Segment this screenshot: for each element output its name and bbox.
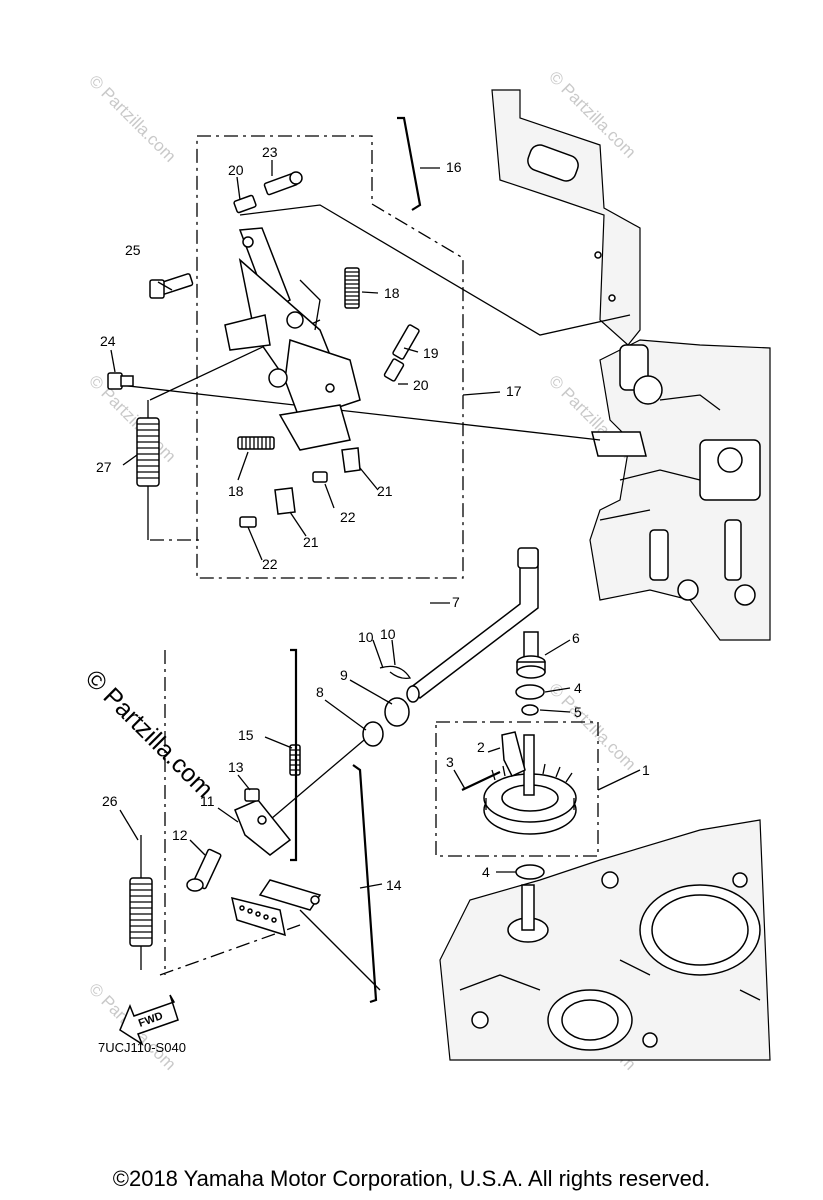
bolt-25: [149, 273, 194, 299]
callout-27: 27: [96, 459, 112, 475]
watermark: © Partzilla.com: [85, 71, 179, 165]
spring-20-lower: [383, 358, 405, 382]
screw-22-upper: [312, 471, 328, 483]
callout-11: 11: [200, 793, 215, 809]
callout-10: 10: [380, 626, 396, 642]
lever-11: [230, 799, 322, 937]
callout-17: 17: [506, 383, 522, 399]
governor-weight-2: [501, 731, 526, 777]
copyright-notice: ©2018 Yamaha Motor Corporation, U.S.A. A…: [112, 1166, 711, 1191]
assembly-box-17: [196, 135, 464, 579]
spring-20-upper: [233, 194, 257, 214]
engine-block-lower: [439, 819, 771, 1061]
spring-18-upper: [344, 267, 360, 309]
nut-13: [244, 788, 260, 802]
callout-3: 3: [446, 754, 454, 770]
bushing-6: [516, 631, 546, 679]
link-rod-14: [352, 764, 378, 1004]
callout-18: 18: [384, 285, 400, 301]
link-rod-16: [397, 116, 422, 211]
oring-5: [521, 704, 539, 716]
callout-7: 7: [452, 594, 460, 610]
callout-21: 21: [303, 534, 319, 550]
callout-labels: 23 20 16 25 18 19 20 24 17 27 18 21 22 2…: [96, 144, 650, 893]
control-shaft-7: [406, 547, 539, 703]
spring-27: [136, 400, 160, 540]
washer-8: [362, 721, 384, 747]
spring-26: [129, 835, 153, 970]
callout-2: 2: [477, 739, 485, 755]
callout-25: 25: [125, 242, 141, 258]
callout-13: 13: [228, 759, 244, 775]
callout-18: 18: [228, 483, 244, 499]
callout-24: 24: [100, 333, 116, 349]
engine-block-upper: [491, 89, 771, 641]
screw-22-lower: [239, 516, 257, 528]
washer-4-upper: [515, 684, 545, 700]
callout-12: 12: [172, 827, 188, 843]
callout-16: 16: [446, 159, 462, 175]
diagram-code: 7UCJ110-S040: [98, 1040, 186, 1055]
callout-5: 5: [574, 704, 582, 720]
screw-23: [263, 171, 303, 196]
callout-6: 6: [572, 630, 580, 646]
callout-8: 8: [316, 684, 324, 700]
watermark: © Partzilla.com: [545, 679, 639, 773]
callout-4: 4: [574, 680, 582, 696]
callout-1: 1: [642, 762, 650, 778]
spring-18-lower: [237, 436, 275, 450]
callout-22: 22: [340, 509, 356, 525]
watermark-large: © Partzilla.com: [80, 664, 219, 803]
callout-19: 19: [423, 345, 439, 361]
throttle-lever-assembly: [224, 227, 361, 451]
bolt-12: [186, 848, 222, 892]
bracket-21-upper: [341, 447, 361, 473]
cotter-pin-10: [379, 665, 412, 680]
callout-20: 20: [413, 377, 429, 393]
pin-3: [461, 771, 501, 791]
fwd-arrow: FWD: [119, 994, 179, 1046]
callout-4: 4: [482, 864, 490, 880]
link-rod-15: [290, 648, 298, 862]
callout-15: 15: [238, 727, 254, 743]
assembly-box-1: [435, 721, 599, 857]
callout-leaders: [110, 160, 641, 889]
bracket-21-lower: [274, 487, 296, 515]
callout-20: 20: [228, 162, 244, 178]
washer-4-lower: [515, 864, 545, 880]
callout-21: 21: [377, 483, 393, 499]
callout-10: 10: [358, 629, 374, 645]
governor-gear-1: [483, 734, 577, 835]
callout-26: 26: [102, 793, 118, 809]
callout-23: 23: [262, 144, 278, 160]
callout-22: 22: [262, 556, 278, 572]
callout-14: 14: [386, 877, 402, 893]
callout-9: 9: [340, 667, 348, 683]
screw-19: [392, 324, 420, 360]
bolt-24: [107, 372, 134, 390]
washer-9: [384, 697, 410, 727]
